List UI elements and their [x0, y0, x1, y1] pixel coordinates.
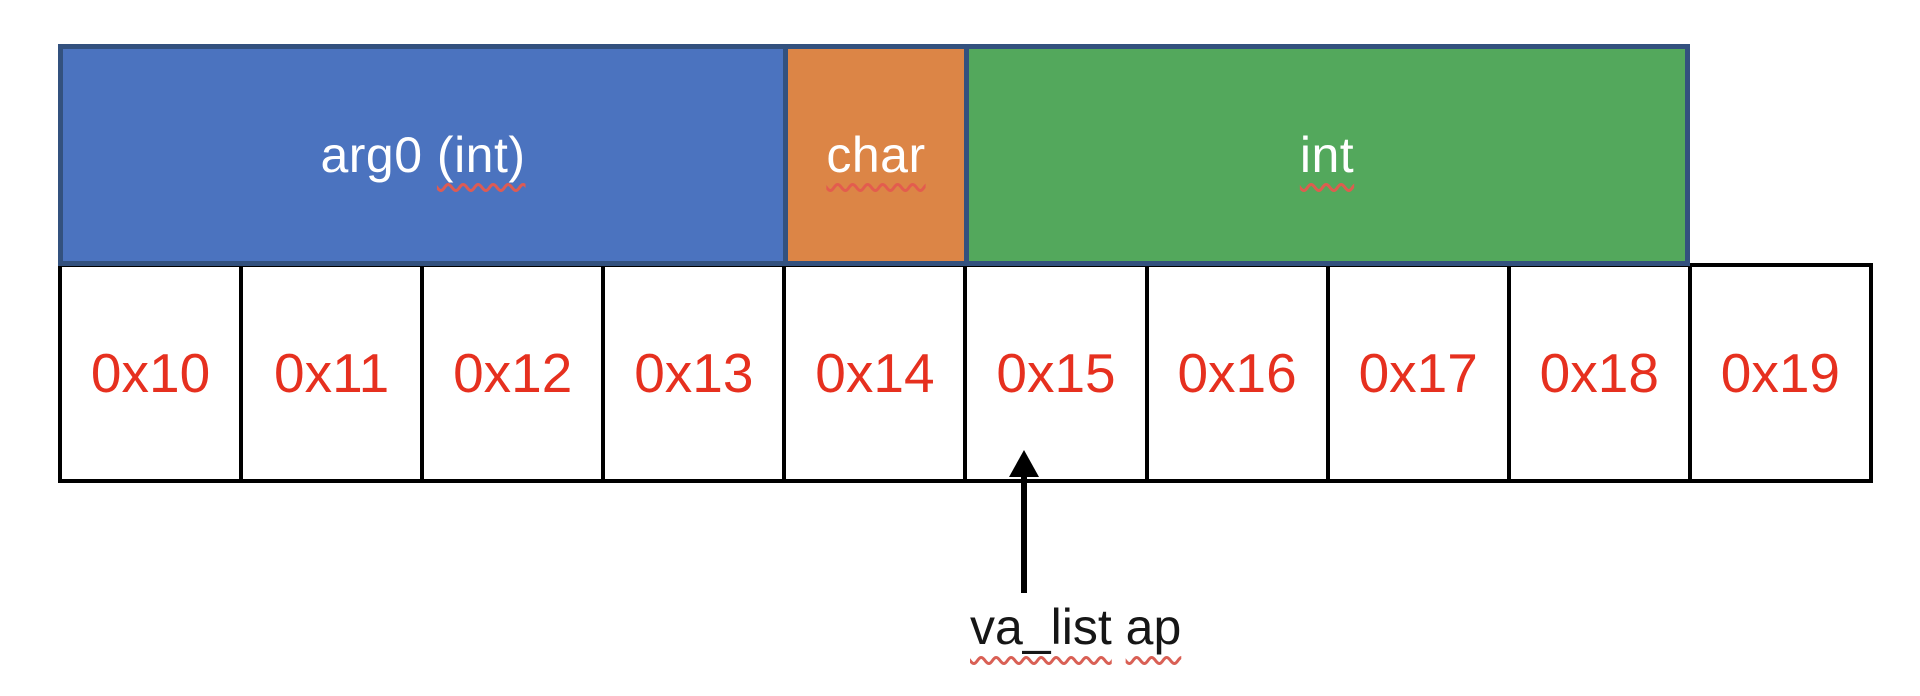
- address-label: 0x12: [453, 342, 573, 404]
- type-block-label: arg0 (int): [320, 127, 526, 183]
- address-label: 0x11: [274, 342, 390, 404]
- memory-cell-0x11: 0x11: [239, 267, 420, 479]
- spellcheck-underline-text: char: [826, 127, 926, 183]
- spellcheck-underline-text: int: [1299, 127, 1355, 183]
- spellcheck-underline-text: ap: [1125, 599, 1182, 655]
- address-label: 0x13: [634, 342, 754, 404]
- spellcheck-underline-text: va_list: [970, 599, 1112, 655]
- type-block-char: char: [783, 49, 964, 261]
- memory-cell-0x10: 0x10: [62, 267, 239, 479]
- type-block-label: int: [1300, 126, 1354, 184]
- memory-cell-0x15: 0x15: [963, 267, 1144, 479]
- memory-cell-0x12: 0x12: [420, 267, 601, 479]
- memory-cell-0x18: 0x18: [1506, 267, 1688, 479]
- up-arrow-shaft: [1021, 466, 1027, 593]
- type-block-arg0-int: arg0 (int): [63, 49, 783, 261]
- memory-cell-0x19: 0x19: [1687, 267, 1869, 479]
- type-block-int: int: [964, 49, 1685, 261]
- address-label: 0x14: [815, 342, 935, 404]
- memory-cell-0x16: 0x16: [1144, 267, 1326, 479]
- memory-cell-0x13: 0x13: [601, 267, 782, 479]
- address-label: 0x18: [1539, 342, 1659, 404]
- memory-cell-0x14: 0x14: [782, 267, 963, 479]
- memory-cell-0x17: 0x17: [1325, 267, 1507, 479]
- type-band: arg0 (int) char int: [58, 44, 1690, 266]
- type-block-label: char: [826, 126, 925, 184]
- address-label: 0x15: [996, 342, 1116, 404]
- va-list-ap-label: va_list ap: [970, 598, 1181, 656]
- address-label: 0x19: [1720, 342, 1841, 404]
- spellcheck-underline-text: (int): [436, 127, 526, 183]
- address-label: 0x16: [1177, 342, 1297, 404]
- address-label: 0x10: [90, 342, 211, 404]
- memory-cell-row: 0x10 0x11 0x12 0x13 0x14 0x15 0x16 0x17 …: [58, 263, 1873, 483]
- address-label: 0x17: [1358, 342, 1478, 404]
